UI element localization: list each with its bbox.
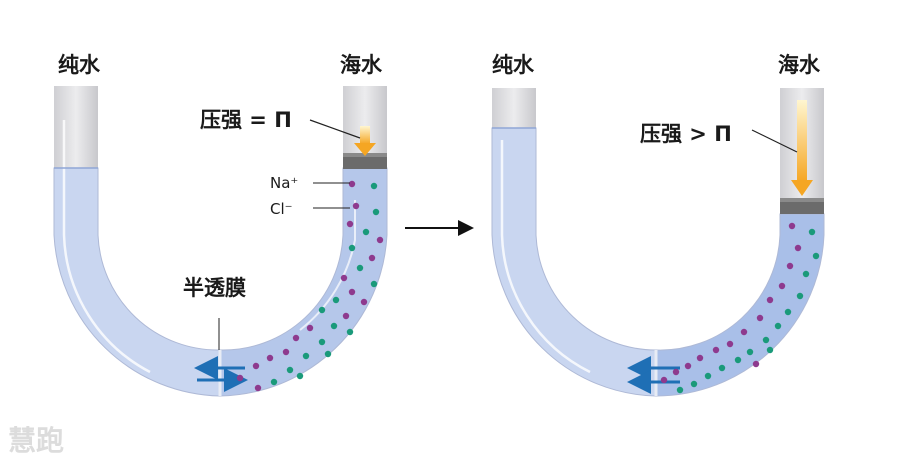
cl-ion-dot (372, 208, 380, 216)
cl-ion-dot (762, 336, 770, 344)
cl-ion-dot (302, 352, 310, 360)
cl-ion-label: Cl⁻ (270, 200, 293, 218)
left-pure-water-label: 纯水 (58, 53, 101, 77)
na-ion-dot (306, 324, 314, 332)
na-ion-dot (352, 202, 360, 210)
cl-ion-dot (270, 378, 278, 386)
na-ion-dot (672, 368, 680, 376)
right-panel: 纯水 海水 压强 > Π (491, 53, 825, 397)
cl-ion-dot (318, 306, 326, 314)
cl-ion-dot (676, 386, 684, 394)
membrane-label: 半透膜 (183, 276, 246, 300)
left-ions (236, 180, 384, 392)
cl-ion-dot (690, 380, 698, 388)
na-ion-dot (346, 220, 354, 228)
right-seawater-fill (655, 213, 825, 397)
na-ion-dot (684, 362, 692, 370)
na-ion-dot (266, 354, 274, 362)
cl-ion-dot (356, 264, 364, 272)
right-pure-water-label: 纯水 (492, 53, 535, 77)
cl-ion-dot (318, 338, 326, 346)
cl-ion-dot (362, 228, 370, 236)
na-ion-dot (756, 314, 764, 322)
cl-ion-dot (370, 182, 378, 190)
right-pressure-arrow (791, 100, 813, 196)
na-ion-label: Na⁺ (270, 174, 298, 192)
cl-ion-dot (746, 348, 754, 356)
cl-ion-dot (324, 350, 332, 358)
right-pressure-label: 压强 > Π (640, 122, 732, 146)
na-ion-dot (236, 374, 244, 382)
right-pure-water-fill (491, 127, 657, 397)
watermark: 慧跑 (8, 424, 64, 457)
cl-ion-dot (796, 292, 804, 300)
cl-ion-dot (704, 372, 712, 380)
na-ion-dot (794, 244, 802, 252)
cl-ion-dot (808, 228, 816, 236)
left-pressure-label: 压强 = Π (200, 108, 292, 132)
cl-ion-dot (766, 346, 774, 354)
right-ions (660, 222, 820, 394)
na-ion-dot (740, 328, 748, 336)
na-ion-dot (254, 384, 262, 392)
na-ion-dot (660, 376, 668, 384)
na-ion-dot (340, 274, 348, 282)
na-ion-dot (786, 262, 794, 270)
cl-ion-dot (348, 244, 356, 252)
na-ion-dot (292, 334, 300, 342)
na-ion-dot (282, 348, 290, 356)
right-left-tube-top (492, 88, 536, 128)
cl-ion-dot (784, 308, 792, 316)
na-ion-dot (348, 288, 356, 296)
cl-ion-dot (330, 322, 338, 330)
cl-ion-dot (812, 252, 820, 260)
na-ion-dot (348, 180, 356, 188)
cl-ion-dot (734, 356, 742, 364)
na-ion-dot (788, 222, 796, 230)
cl-ion-dot (718, 364, 726, 372)
right-seawater-label: 海水 (778, 53, 821, 77)
cl-ion-dot (296, 372, 304, 380)
na-ion-dot (376, 236, 384, 244)
left-seawater-label: 海水 (340, 53, 383, 77)
cl-ion-dot (332, 296, 340, 304)
na-ion-dot (342, 312, 350, 320)
pressure-arrow (354, 126, 376, 156)
na-ion-dot (360, 298, 368, 306)
na-ion-dot (696, 354, 704, 362)
na-ion-dot (712, 346, 720, 354)
cl-ion-dot (802, 270, 810, 278)
na-ion-dot (766, 296, 774, 304)
na-ion-dot (368, 254, 376, 262)
na-ion-dot (726, 340, 734, 348)
left-panel: 纯水 海水 压强 = Π Na⁺ Cl⁻ 半透膜 (53, 53, 388, 397)
cl-ion-dot (774, 322, 782, 330)
cl-ion-dot (370, 280, 378, 288)
na-ion-dot (778, 282, 786, 290)
na-ion-dot (752, 360, 760, 368)
left-tube-top (54, 86, 98, 168)
cl-ion-dot (286, 366, 294, 374)
cl-ion-dot (346, 328, 354, 336)
seawater-fill (219, 167, 388, 397)
na-ion-dot (252, 362, 260, 370)
